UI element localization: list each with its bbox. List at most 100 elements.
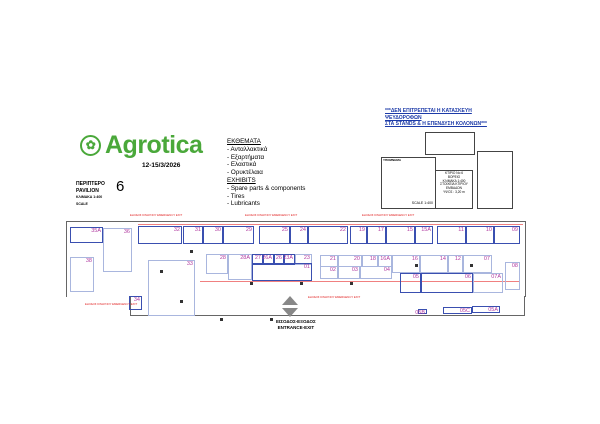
emergency-exit-label: ΕΞΟΔΟΣ ΚΙΝΔΥΝΟΥ EMERGENCY EXIT [245, 213, 298, 217]
booth-16[interactable]: 16 [392, 255, 420, 273]
booth-number: 19 [358, 227, 365, 233]
booth-23[interactable]: 23 [295, 254, 312, 265]
booth-number: 02 [329, 267, 336, 273]
booth-38[interactable]: 38 [70, 257, 94, 292]
booth-01[interactable]: 01 [252, 263, 312, 281]
booth-28[interactable]: 28 [206, 254, 228, 274]
booth-number: 36 [123, 229, 130, 235]
column-marker [250, 282, 253, 285]
column-marker [470, 264, 473, 267]
booth-05C[interactable]: 05C [443, 307, 472, 314]
exhibit-item: - Εξαρτήματα [227, 153, 265, 161]
booth-19[interactable]: 19 [350, 226, 367, 244]
booth-15[interactable]: 15 [386, 226, 415, 244]
booth-number: 16A [380, 256, 390, 262]
booth-02[interactable]: 02 [320, 266, 338, 279]
booth-14[interactable]: 14 [420, 255, 448, 273]
booth-number: 11 [458, 227, 464, 233]
booth-03[interactable]: 03 [338, 266, 360, 279]
legend-box: ΥΠΟΜΝΗΜΑ SCALE 1:400 [381, 157, 436, 209]
booth-24[interactable]: 24 [290, 226, 308, 244]
column-marker [190, 250, 193, 253]
exhibits-title-gr: ΕΚΘΕΜΑΤΑ [227, 138, 261, 145]
building-info-line: ΚΛΙΜΑΚΑ 1:400 [442, 178, 466, 183]
booth-10[interactable]: 10 [466, 226, 494, 244]
booth-number: 28 [219, 255, 226, 261]
booth-23A[interactable]: 23A [283, 254, 295, 265]
booth-31[interactable]: 31 [183, 226, 203, 244]
booth-05B[interactable]: 05B [415, 309, 427, 316]
booth-26[interactable]: 26 [274, 254, 284, 265]
booth-number: 18 [369, 256, 376, 262]
booth-number: 12 [454, 256, 461, 262]
booth-26A[interactable]: 26A [262, 254, 274, 265]
booth-number: 21 [329, 256, 336, 262]
booth-22[interactable]: 22 [308, 226, 348, 244]
booth-number: 26A [262, 255, 272, 261]
construction-notice: ***ΔΕΝ ΕΠΙΤΡΕΠΕΤΑΙ Η ΚΑΤΑΣΚΕΥΗ ΨΕΥΔΟΡΟΦΩ… [385, 108, 487, 128]
emergency-exit-label: ΕΞΟΔΟΣ ΚΙΝΔΥΝΟΥ EMERGENCY EXIT [308, 295, 361, 299]
pavilion-info: ΠΕΡΙΠΤΕΡΟ PAVILION ΚΛΙΜΑΚΑ 1:400 SCALE [76, 181, 105, 207]
exhibit-item: - Lubricants [227, 200, 260, 208]
booth-number: 05 [412, 274, 419, 280]
booth-36[interactable]: 36 [103, 228, 132, 272]
booth-number: 38 [85, 258, 92, 264]
booth-number: 09 [511, 227, 518, 233]
booth-32[interactable]: 32 [138, 226, 182, 244]
booth-number: 32 [173, 227, 180, 233]
outer-wall-lower [130, 296, 525, 316]
column-marker [300, 282, 303, 285]
notice-line: ΨΕΥΔΟΡΟΦΩΝ [385, 114, 422, 121]
booth-number: 05A [488, 307, 498, 313]
booth-11[interactable]: 11 [437, 226, 466, 244]
column-marker [415, 264, 418, 267]
booth-28A[interactable]: 28A [228, 254, 252, 280]
booth-number: 27 [254, 255, 261, 261]
booth-17[interactable]: 17 [367, 226, 386, 244]
booth-05[interactable]: 05 [400, 273, 421, 293]
pavilion-number: 6 [116, 178, 125, 195]
booth-33[interactable]: 33 [148, 260, 195, 316]
booth-number: 30 [214, 227, 221, 233]
booth-06[interactable]: 06 [421, 273, 473, 293]
pavilion-gr: ΠΕΡΙΠΤΕΡΟ [76, 181, 105, 187]
booth-34[interactable]: 34 [129, 296, 142, 310]
notice-line: ΣΤΑ STANDS & Η ΕΠΕΝΔΥΣΗ ΚΟΛΟΝΩΝ*** [385, 121, 487, 128]
symbols-legend-box [477, 151, 513, 209]
column-marker [270, 318, 273, 321]
booth-number: 23 [303, 255, 310, 261]
column-marker [160, 270, 163, 273]
fire-line [200, 281, 520, 283]
booth-30[interactable]: 30 [203, 226, 223, 244]
booth-07A[interactable]: 07A [473, 273, 503, 293]
booth-09[interactable]: 09 [494, 226, 520, 244]
leaf-icon: ✿ [80, 135, 101, 156]
booth-29[interactable]: 29 [223, 226, 254, 244]
warning-box [425, 132, 475, 155]
booth-number: 34 [133, 297, 140, 303]
booth-number: 28A [240, 255, 250, 261]
booth-07[interactable]: 07 [463, 255, 492, 273]
booth-number: 35A [91, 228, 101, 234]
booth-08[interactable]: 08 [505, 262, 520, 290]
booth-15A[interactable]: 15A [415, 226, 433, 244]
building-info-line: ΥΨΟΣ : 3,20 m [443, 189, 465, 194]
booth-12[interactable]: 12 [448, 255, 463, 273]
logo-text: Agrotica [105, 131, 203, 159]
booth-35A[interactable]: 35A [70, 227, 103, 243]
booth-number: 25 [281, 227, 288, 233]
building-info-line: ΚΤΙΡΙΟ Νο 6 [444, 171, 464, 175]
column-marker [180, 300, 183, 303]
exhibit-item: - Ορυκτέλαια [227, 169, 263, 177]
booth-number: 23A [283, 255, 293, 261]
booth-number: 07 [483, 256, 490, 262]
booth-number: 31 [194, 227, 201, 233]
exhibit-item: - Tires [227, 192, 245, 200]
booth-04[interactable]: 04 [360, 266, 392, 279]
booth-number: 04 [383, 267, 390, 273]
booth-27[interactable]: 27 [252, 254, 263, 265]
booth-05A[interactable]: 05A [472, 306, 500, 313]
booth-25[interactable]: 25 [259, 226, 290, 244]
booth-number: 01 [303, 264, 310, 270]
booth-number: 16 [411, 256, 418, 262]
